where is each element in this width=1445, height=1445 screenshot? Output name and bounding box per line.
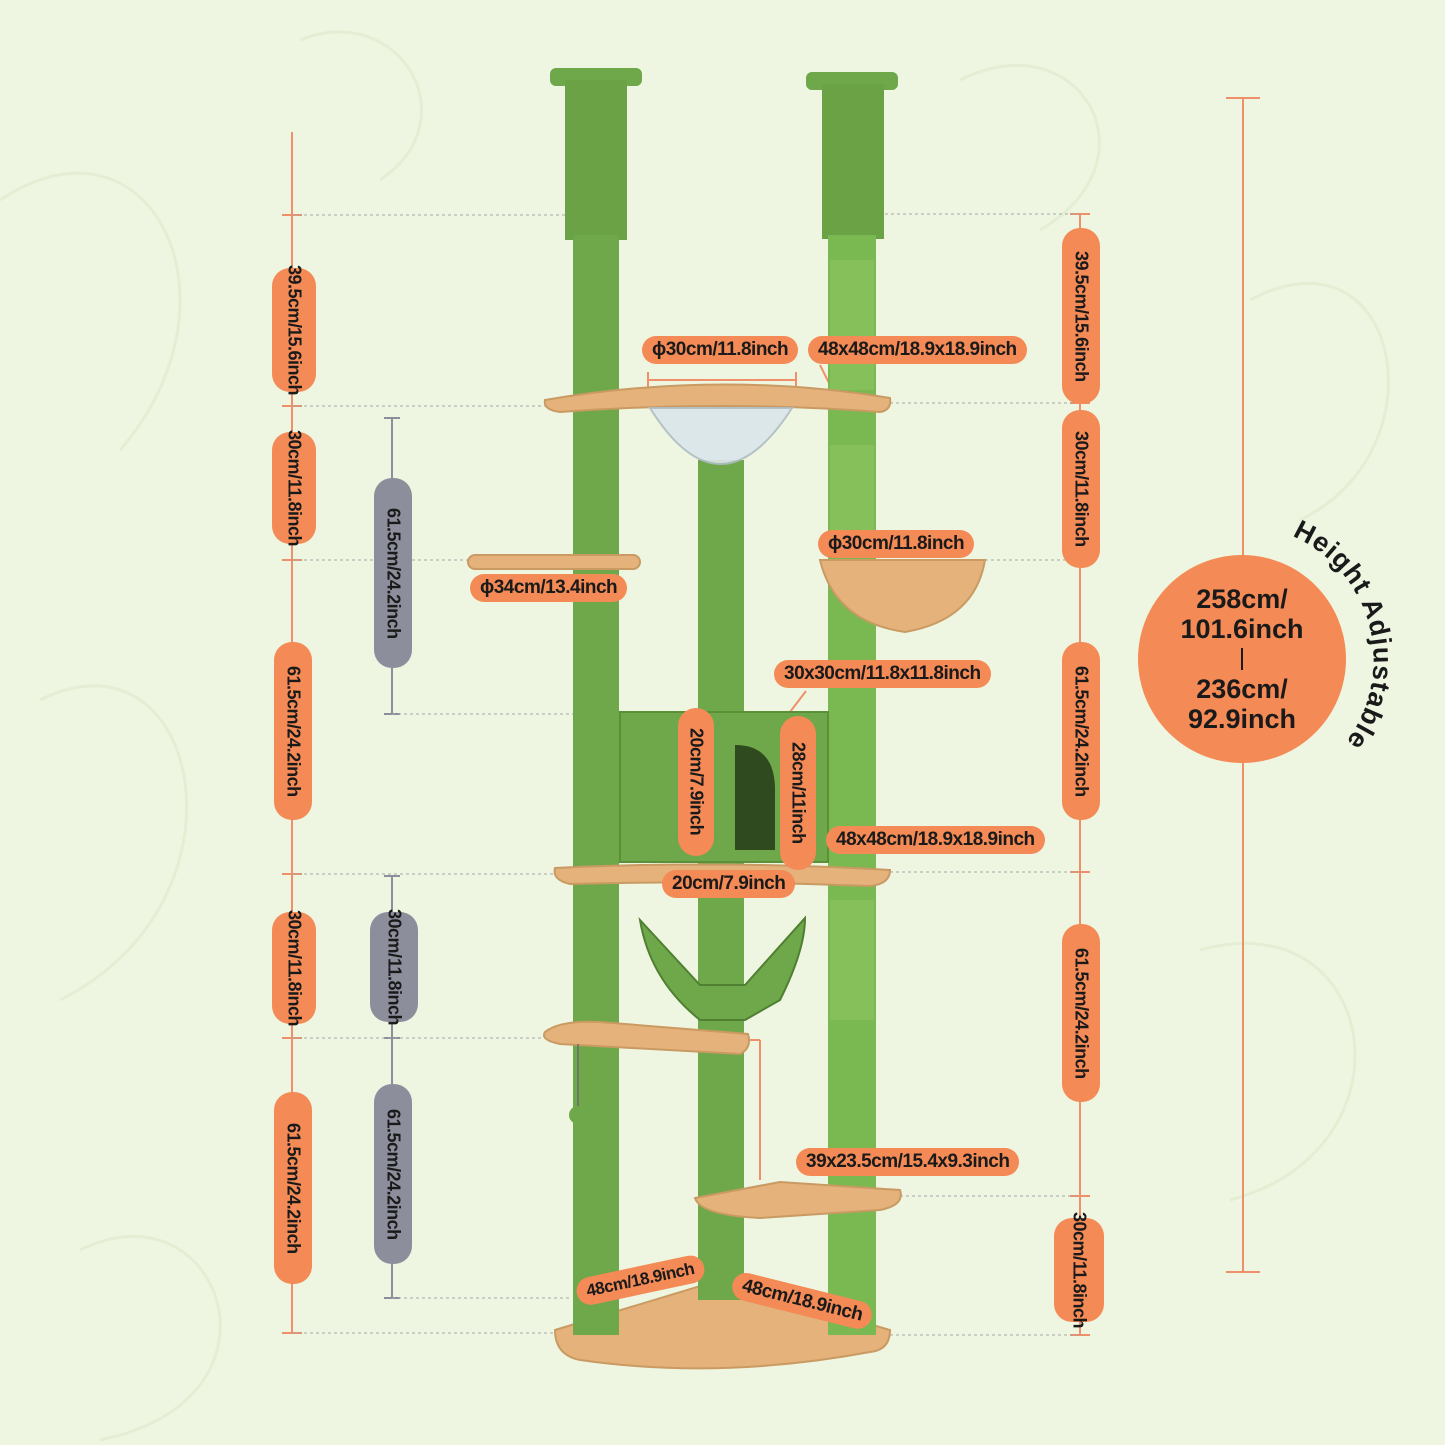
inner-dim-1-text: 61.5cm/24.2inch — [383, 507, 404, 639]
right-pole — [806, 72, 898, 1335]
toy-ball — [569, 1106, 587, 1124]
height-separator — [1241, 648, 1243, 670]
hammock — [638, 915, 807, 1021]
top-platform — [543, 383, 892, 414]
base-platform — [553, 1278, 892, 1370]
inner-dim-2-label: 30cm/11.8inch — [370, 909, 418, 1025]
right-dim-1-text: 39.5cm/15.6inch — [1071, 250, 1092, 382]
right-dim-2-text: 30cm/11.8inch — [1071, 431, 1092, 547]
height-badge: 258cm/ 101.6inch 236cm/ 92.9inch — [1138, 555, 1346, 763]
basket — [818, 559, 987, 634]
top-platform-label: 48x48cm/18.9x18.9inch — [808, 336, 1027, 364]
condo-door-label: 20cm/7.9inch — [662, 870, 796, 898]
left-dim-1-text-a: 39.5cm/ — [284, 264, 305, 328]
left-dim-1-text-b: 15.6inch — [284, 327, 305, 396]
left-dim-4-label: 30cm/11.8inch — [272, 910, 316, 1026]
clear-bowl — [648, 407, 794, 465]
left-dim-2-text-a: 30cm/ — [284, 430, 305, 479]
small-platform-label: ϕ34cm/13.4inch — [470, 574, 628, 602]
left-dim-2-label: 30cm/11.8inch — [272, 430, 316, 546]
right-dim-4-label: 61.5cm/24.2inch — [1062, 924, 1100, 1102]
left-dim-5-text: 61.5cm/24.2inch — [283, 1122, 304, 1254]
condo-size-label: 30x30cm/11.8x11.8inch — [774, 660, 991, 688]
right-dim-3-text: 61.5cm/24.2inch — [1071, 665, 1092, 797]
left-dim-2-text-b: 11.8inch — [284, 478, 305, 546]
inner-dim-1-label: 61.5cm/24.2inch — [374, 478, 412, 668]
left-dim-3-text: 61.5cm/24.2inch — [283, 665, 304, 797]
bottom-step-platform — [693, 1180, 902, 1220]
condo-depth-text: 28cm/11inch — [788, 742, 809, 844]
condo-height-text: 20cm/7.9inch — [686, 728, 707, 836]
small-platform — [467, 554, 641, 570]
right-dim-5-text-a: 30cm/ — [1069, 1212, 1090, 1261]
middle-platform-label: 48x48cm/18.9x18.9inch — [826, 826, 1045, 854]
leaf-background — [0, 30, 1390, 1442]
inner-dim-3-text: 61.5cm/24.2inch — [383, 1108, 404, 1240]
right-dim-5-label: 30cm/11.8inch — [1054, 1212, 1104, 1328]
left-dim-4-text-a: 30cm/ — [284, 910, 305, 959]
right-dim-3-label: 61.5cm/24.2inch — [1062, 642, 1100, 820]
lower-step-platform — [543, 1020, 750, 1056]
condo-height-label: 20cm/7.9inch — [678, 708, 714, 856]
height-min-text: 236cm/ 92.9inch — [1187, 674, 1297, 734]
right-dim-2-label: 30cm/11.8inch — [1062, 410, 1100, 568]
left-dim-5-label: 61.5cm/24.2inch — [274, 1092, 312, 1284]
bowl-diameter-label: ϕ30cm/11.8inch — [642, 336, 799, 364]
left-pole — [550, 68, 642, 1335]
height-max-text: 258cm/ 101.6inch — [1180, 584, 1304, 644]
right-dim-5-text-b: 11.8inch — [1069, 1260, 1090, 1328]
left-dim-4-text-b: 11.8inch — [284, 958, 305, 1026]
inner-dim-2-text-a: 30cm/ — [384, 909, 405, 958]
left-dim-3-label: 61.5cm/24.2inch — [274, 642, 312, 820]
condo-depth-label: 28cm/11inch — [780, 716, 816, 870]
right-dim-4-text: 61.5cm/24.2inch — [1071, 947, 1092, 1079]
right-dim-1-label: 39.5cm/15.6inch — [1062, 228, 1100, 404]
step-platform-label: 39x23.5cm/15.4x9.3inch — [796, 1148, 1020, 1176]
inner-dim-3-label: 61.5cm/24.2inch — [374, 1084, 412, 1264]
left-dim-1-label: 39.5cm/15.6inch — [272, 264, 316, 396]
inner-dim-2-text-b: 11.8inch — [384, 957, 405, 1025]
basket-label: ϕ30cm/11.8inch — [818, 530, 975, 558]
